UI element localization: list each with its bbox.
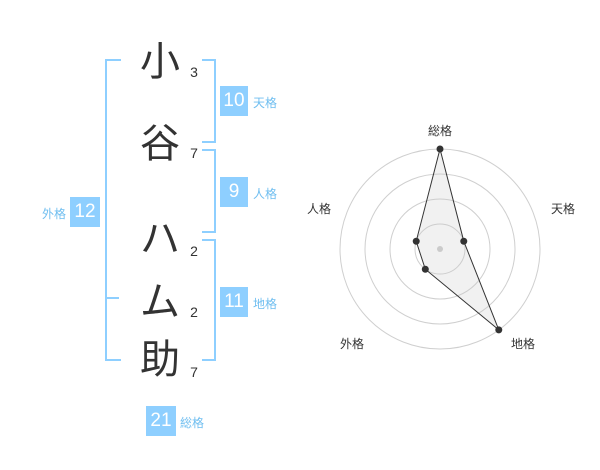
name-char-1: 小 [140, 39, 180, 85]
stroke-count-2: 7 [190, 145, 198, 161]
name-char-3: ハ [140, 216, 180, 262]
tenkaku-value-badge: 10 [220, 86, 248, 116]
radar-ring-2 [389, 198, 491, 300]
radar-point-5 [412, 237, 420, 245]
radar-axis-label-gaikaku: 外格 [340, 337, 365, 351]
tenkaku-bracket [202, 59, 216, 143]
chikaku-caption: 地格 [253, 297, 278, 311]
radar-point-2 [460, 237, 468, 245]
name-char-4: ム [140, 279, 180, 325]
radar-point-3 [495, 326, 503, 334]
radar-series-polygon [415, 148, 500, 331]
gaikaku-bracket [105, 59, 121, 361]
jinkaku-bracket [202, 149, 216, 233]
chikaku-value-badge: 11 [220, 287, 248, 317]
tenkaku-caption: 天格 [253, 96, 278, 110]
name-char-5: 助 [140, 337, 180, 383]
stroke-count-4: 2 [190, 304, 198, 320]
stroke-count-1: 3 [190, 64, 198, 80]
radar-ring-3 [364, 173, 516, 325]
radar-point-4 [421, 265, 429, 273]
radar-axis-label-chikaku: 地格 [511, 337, 536, 351]
chikaku-bracket [202, 239, 216, 361]
radar-center [437, 246, 443, 252]
jinkaku-caption: 人格 [253, 187, 278, 201]
jinkaku-value-badge: 9 [220, 177, 248, 207]
soukaku-caption: 総格 [180, 416, 205, 430]
gaikaku-bracket-tick [105, 297, 119, 299]
radar-axis-label-soukaku: 総格 [428, 124, 453, 138]
stroke-count-5: 7 [190, 364, 198, 380]
stroke-count-3: 2 [190, 243, 198, 259]
radar-ring-1 [414, 223, 466, 275]
radar-axis-label-tenkaku: 天格 [551, 202, 576, 216]
name-char-2: 谷 [140, 121, 180, 167]
soukaku-value-badge: 21 [146, 406, 176, 436]
gaikaku-caption: 外格 [42, 207, 67, 221]
radar-axis-label-jinkaku: 人格 [307, 202, 332, 216]
radar-point-1 [436, 145, 444, 153]
gaikaku-value-badge: 12 [70, 197, 100, 227]
